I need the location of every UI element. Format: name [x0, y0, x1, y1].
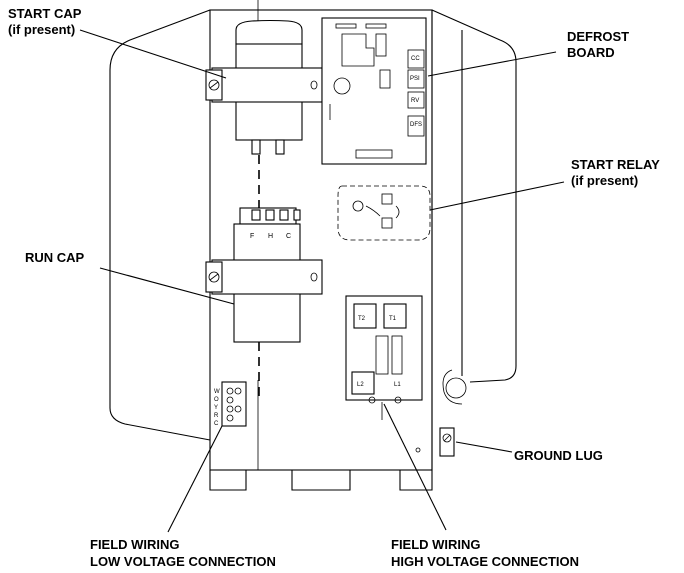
lv-terminal-o: O — [214, 397, 219, 403]
start-cap-leader — [79, 29, 227, 79]
defrost-board: CC PSI RV DFS — [321, 17, 427, 165]
right-cabinet-panel — [431, 9, 517, 470]
contactor-terminal-l1: L1 — [394, 382, 401, 388]
contactor-terminal-t2: T2 — [358, 316, 366, 322]
contactor-terminal-l2: L2 — [357, 382, 364, 388]
start-cap-note: (if present) — [8, 22, 75, 37]
lv-terminal-r: R — [214, 413, 219, 419]
defrost-terminal-rv: RV — [411, 98, 419, 104]
run-cap-bracket — [205, 259, 323, 295]
lv-terminal-y: Y — [214, 405, 218, 411]
high-voltage-leader — [383, 403, 447, 531]
defrost-board-label-line1: DEFROST — [567, 29, 629, 44]
run-cap-terminal-posts — [251, 209, 301, 221]
start-cap-label: START CAP — [8, 6, 82, 21]
left-door-panel — [109, 9, 211, 441]
contactor: T2 T1 L2 L1 — [345, 295, 423, 420]
defrost-board-label-line2: BOARD — [567, 45, 615, 60]
defrost-board-leader — [427, 51, 557, 77]
run-cap-terminal-f: F — [250, 233, 254, 240]
field-wiring-high-label-line1: FIELD WIRING — [391, 537, 481, 552]
ground-lug-leader — [455, 441, 513, 453]
contactor-terminal-t1: T1 — [389, 316, 397, 322]
ground-lug — [439, 427, 455, 457]
start-relay — [337, 185, 431, 241]
run-cap-terminal-h: H — [268, 233, 273, 240]
lv-terminal-c: C — [214, 421, 219, 427]
lv-terminal-w: W — [214, 389, 220, 395]
start-relay-leader — [429, 181, 565, 211]
defrost-terminal-dfs: DFS — [410, 122, 422, 128]
run-cap-label: RUN CAP — [25, 250, 85, 265]
low-voltage-terminal-strip: W O Y R C — [214, 381, 247, 427]
low-voltage-leader — [167, 425, 223, 533]
field-wiring-low-label-line2: LOW VOLTAGE CONNECTION — [90, 554, 276, 569]
start-cap-bracket — [205, 67, 323, 103]
start-relay-label: START RELAY — [571, 157, 660, 172]
run-cap-terminal-c: C — [286, 233, 291, 240]
defrost-board-connectors: CC PSI RV DFS — [407, 49, 425, 137]
control-panel — [209, 0, 433, 491]
ground-lug-label: GROUND LUG — [514, 448, 603, 463]
start-relay-note: (if present) — [571, 173, 638, 188]
run-cap-leader — [99, 267, 235, 305]
defrost-terminal-cc: CC — [411, 56, 420, 62]
defrost-terminal-psi: PSI — [410, 76, 420, 82]
field-wiring-low-label-line1: FIELD WIRING — [90, 537, 180, 552]
field-wiring-high-label-line2: HIGH VOLTAGE CONNECTION — [391, 554, 579, 569]
